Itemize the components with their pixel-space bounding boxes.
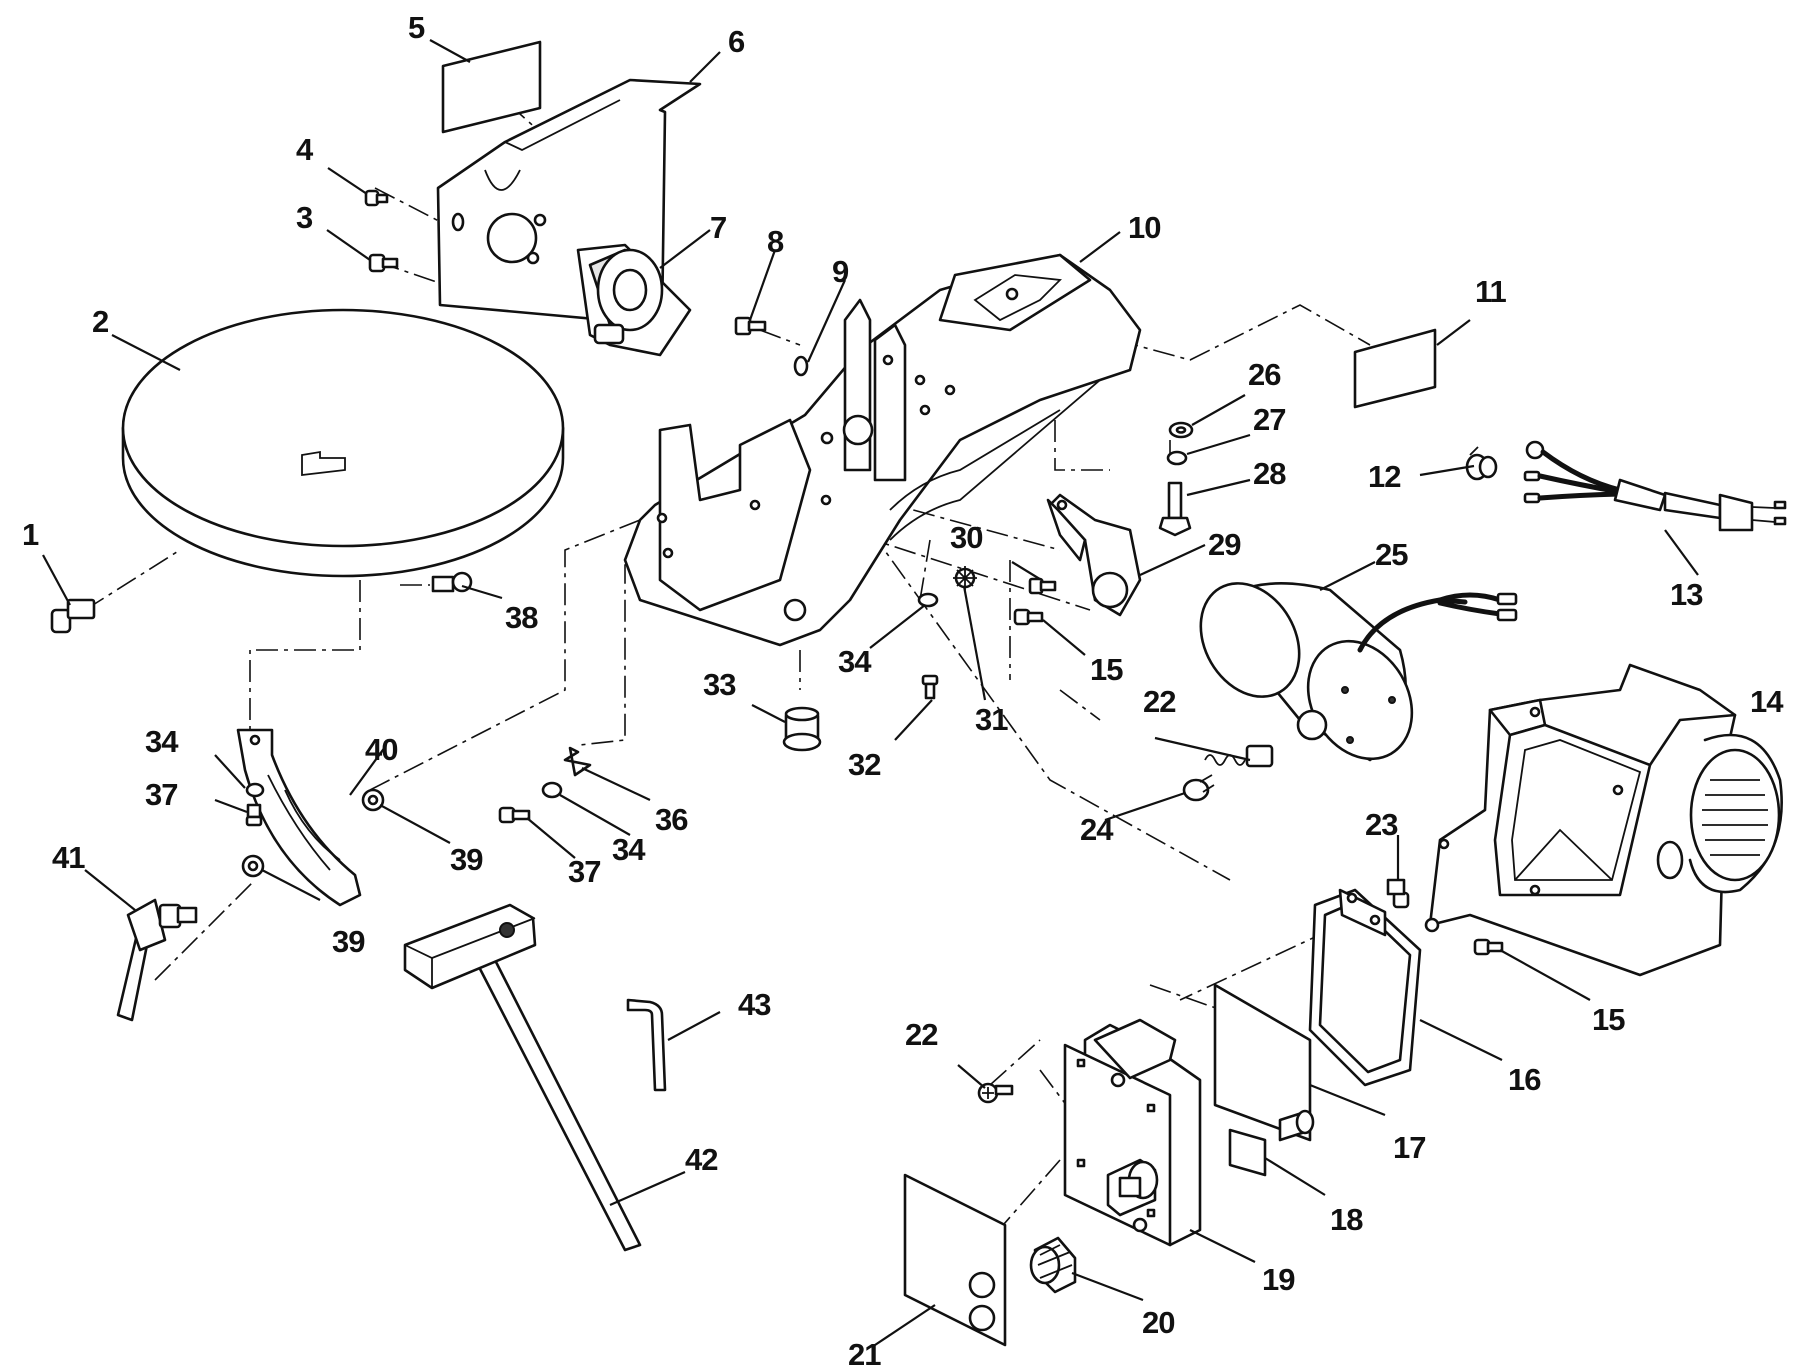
callout-28: 27 — [1253, 402, 1285, 437]
callout-38: 38 — [505, 600, 538, 635]
callout-15-bottom: 15 — [1592, 1002, 1625, 1037]
part-24-screw — [1386, 878, 1410, 909]
callout-34-left: 34 — [145, 724, 179, 759]
callout-6: 6 — [728, 24, 745, 59]
callout-2: 2 — [92, 304, 108, 339]
part-23-brush — [1204, 744, 1274, 768]
callout-7: 7 — [710, 210, 726, 245]
part-12-strain-relief — [1465, 446, 1498, 481]
callout-13: 13 — [1670, 577, 1703, 612]
part-42-t-handle-wrench — [403, 903, 642, 1252]
part-25-brush-cap — [1182, 774, 1215, 802]
part-34-washer-center — [541, 781, 563, 799]
part-1-screw — [50, 598, 96, 634]
part-30-motor-mount — [1046, 493, 1142, 617]
callout-1: 1 — [22, 517, 39, 552]
callout-20: 20 — [1142, 1305, 1174, 1340]
callout-24: 23 — [1365, 807, 1398, 842]
callout-39-upper: 39 — [450, 842, 483, 877]
part-39-washer-lower — [241, 854, 265, 878]
part-15-screw-bottom — [1473, 938, 1504, 956]
part-35-foot — [782, 706, 822, 752]
part-37-screw-left — [245, 803, 263, 827]
part-11-label — [1353, 328, 1437, 409]
leader-lines — [42, 39, 1699, 1346]
part-19-switch-box — [1063, 1018, 1315, 1247]
callout-10: 10 — [1128, 210, 1160, 245]
callout-19: 19 — [1262, 1262, 1295, 1297]
part-38-bolt — [431, 571, 473, 593]
callout-5: 5 — [408, 10, 425, 45]
part-17-panel — [1213, 983, 1312, 1142]
part-9-washer — [793, 355, 809, 377]
part-39-washer-upper — [361, 788, 385, 812]
callout-29: 28 — [1253, 456, 1286, 491]
callout-25: 24 — [1080, 812, 1114, 847]
callout-17: 17 — [1393, 1130, 1425, 1165]
callout-12: 12 — [1368, 459, 1400, 494]
part-32-star-washer — [953, 566, 977, 590]
part-14-motor-cover — [1424, 663, 1783, 977]
callout-14: 14 — [1750, 684, 1784, 719]
callout-27: 26 — [1248, 357, 1281, 392]
callout-39-lower: 39 — [332, 924, 365, 959]
part-20-knob — [1029, 1236, 1077, 1294]
callout-22: 22 — [905, 1017, 937, 1052]
assembly-lines — [84, 77, 1371, 1241]
callout-21: 21 — [848, 1337, 881, 1370]
callout-3: 3 — [296, 200, 313, 235]
callout-41: 41 — [52, 840, 85, 875]
part-10-base-frame — [623, 253, 1142, 647]
part-31-screw — [1028, 577, 1057, 595]
callout-11: 11 — [1475, 274, 1507, 309]
part-34-washer-left — [245, 782, 265, 798]
callout-34-mid: 34 — [838, 644, 872, 679]
callout-4: 4 — [296, 132, 314, 167]
callout-16: 16 — [1508, 1062, 1541, 1097]
callout-34-center: 34 — [612, 832, 646, 867]
part-4-screw — [364, 189, 389, 207]
part-5-label — [441, 40, 542, 134]
part-26-motor — [1199, 582, 1518, 762]
callout-23: 22 — [1143, 684, 1175, 719]
part-21-label-plate — [903, 1173, 1007, 1347]
part-34-washer-mid — [917, 592, 939, 608]
part-33-screw — [921, 674, 939, 700]
part-2-table — [121, 308, 565, 578]
callout-32: 31 — [975, 702, 1008, 737]
part-43-hex-key — [626, 998, 667, 1092]
part-27-washer — [1168, 421, 1194, 439]
callout-15-top: 15 — [1090, 652, 1123, 687]
part-18-label — [1228, 1128, 1267, 1177]
callout-33: 32 — [848, 747, 880, 782]
callout-8: 8 — [767, 224, 784, 259]
part-40-tilt-quadrant — [236, 728, 362, 907]
callout-43: 43 — [738, 987, 771, 1022]
callout-35: 33 — [703, 667, 736, 702]
part-8-bolt — [734, 316, 767, 336]
callout-42: 42 — [685, 1142, 717, 1177]
callout-9: 9 — [832, 254, 849, 289]
callout-31: 30 — [950, 520, 982, 555]
part-16-gasket-frame — [1308, 888, 1422, 1087]
callout-37-left: 37 — [145, 777, 177, 812]
callout-numbers: 5 6 4 3 7 2 8 9 10 11 26 27 28 12 13 1 2… — [22, 10, 1785, 1370]
callout-30: 29 — [1208, 527, 1241, 562]
callout-40: 40 — [365, 732, 397, 767]
part-41-lock-knob — [116, 898, 198, 1022]
callout-26: 25 — [1375, 537, 1408, 572]
part-7-bearing — [576, 243, 692, 357]
part-22-screw — [977, 1082, 1014, 1104]
part-3-screw — [368, 253, 399, 273]
part-29-bolt — [1158, 481, 1192, 537]
callout-18: 18 — [1330, 1202, 1363, 1237]
part-15-screw-top — [1013, 608, 1044, 626]
callout-37-center: 37 — [568, 854, 600, 889]
part-37-screw-center — [498, 806, 531, 824]
part-28-lock-washer — [1166, 450, 1188, 466]
part-13-power-cord — [1523, 440, 1787, 532]
callout-36: 36 — [655, 802, 688, 837]
